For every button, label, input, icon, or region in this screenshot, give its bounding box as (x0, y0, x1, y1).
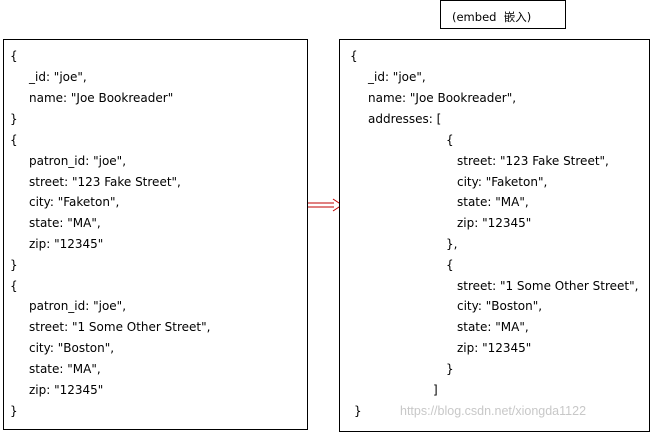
watermark-url: https://blog.csdn.net/xiongda1122 (400, 404, 587, 418)
left-line-14: city: "Boston", (29, 341, 115, 355)
embedded-document-box: { _id: "joe", name: "Joe Bookreader", ad… (339, 39, 650, 432)
right-line-4: { (446, 133, 454, 147)
right-line-11: street: "1 Some Other Street", (457, 279, 639, 293)
right-line-7: state: "MA", (457, 195, 529, 209)
right-line-10: { (446, 258, 454, 272)
right-line-6: city: "Faketon", (457, 175, 548, 189)
right-line-0: { (350, 49, 358, 63)
left-line-2: name: "Joe Bookreader" (29, 91, 174, 105)
right-line-1: _id: "joe", (368, 70, 426, 84)
right-line-12: city: "Boston", (457, 299, 543, 313)
embed-tag-label: (embed 嵌入) (452, 10, 532, 24)
embed-tag-box: (embed 嵌入) (440, 0, 566, 29)
right-line-2: name: "Joe Bookreader", (368, 91, 517, 105)
left-line-0: { (10, 49, 18, 63)
left-line-8: state: "MA", (29, 216, 101, 230)
right-line-9: }, (446, 237, 458, 251)
left-line-4: { (10, 133, 18, 147)
left-line-16: zip: "12345" (29, 383, 104, 397)
right-line-5: street: "123 Fake Street", (457, 154, 609, 168)
separate-documents-box: { _id: "joe", name: "Joe Bookreader" } {… (3, 39, 308, 430)
right-line-17: } (354, 404, 362, 418)
left-line-17: } (10, 404, 18, 418)
left-line-11: { (10, 279, 18, 293)
right-line-8: zip: "12345" (457, 216, 532, 230)
left-line-13: street: "1 Some Other Street", (29, 320, 211, 334)
left-line-10: } (10, 258, 18, 272)
left-line-9: zip: "12345" (29, 237, 104, 251)
right-line-14: zip: "12345" (457, 341, 532, 355)
right-line-13: state: "MA", (457, 320, 529, 334)
left-line-15: state: "MA", (29, 362, 101, 376)
right-line-15: } (446, 362, 454, 376)
right-line-3: addresses: [ (368, 112, 442, 126)
left-line-1: _id: "joe", (29, 70, 87, 84)
left-line-6: street: "123 Fake Street", (29, 175, 181, 189)
right-line-16: ] (433, 383, 438, 397)
left-line-5: patron_id: "joe", (29, 154, 127, 168)
left-line-12: patron_id: "joe", (29, 299, 127, 313)
left-line-7: city: "Faketon", (29, 195, 120, 209)
left-line-3: } (10, 112, 18, 126)
